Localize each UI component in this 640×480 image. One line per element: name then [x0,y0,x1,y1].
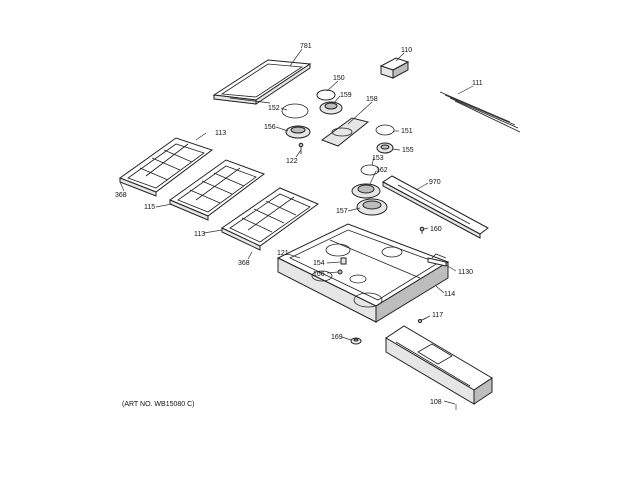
callout-155: 155 [402,147,414,154]
part-166-screw [337,269,343,275]
part-150-cap [316,89,336,101]
part-162-burner [351,183,381,199]
part-154-valve [340,257,347,265]
part-111-rods [439,91,521,133]
callout-154: 154 [313,260,325,267]
part-113-grate-a [118,137,214,197]
callout-111: 111 [472,80,483,87]
part-156-burner [285,125,311,139]
part-159-head [319,101,343,115]
part-1130-rail [427,253,447,267]
callout-153: 153 [372,155,384,162]
callout-121: 121 [277,250,289,257]
callout-150: 150 [333,75,345,82]
callout-159: 159 [340,92,352,99]
part-970-manifold [382,175,489,239]
callout-114: 114 [444,291,455,298]
part-110-knob-block [379,57,410,79]
part-158-grate-plate [320,117,370,147]
callout-1130: 1130 [458,269,473,276]
part-157-burner [356,198,388,216]
part-115-grate [168,159,266,221]
part-122-screw [298,142,304,154]
part-155-burner [376,142,394,154]
part-151-ring [375,124,395,136]
callout-117: 117 [432,312,443,319]
part-121-cooktop [276,223,450,323]
callout-122: 122 [286,158,298,165]
part-113-grate-b [221,187,320,251]
callout-160: 160 [430,226,442,233]
callout-970: 970 [429,179,441,186]
callout-leaders [119,48,474,410]
callout-151: 151 [401,128,413,135]
callout-113-b: 113 [194,231,205,238]
callout-157: 157 [336,208,348,215]
callout-156: 156 [264,124,276,131]
part-152-ring [281,103,309,119]
callout-368-a: 368 [115,192,127,199]
art-number: (ART NO. WB15080 C) [122,401,195,408]
callout-labels: 781 110 150 159 158 111 152 156 122 151 … [115,43,483,406]
callout-110: 110 [401,47,412,54]
callout-169: 169 [331,334,343,341]
part-160-screw [419,226,425,234]
callout-162: 162 [376,167,388,174]
callout-166: 166 [313,271,325,278]
part-781-griddle [212,59,312,105]
part-153-ring [360,164,380,176]
callout-115: 115 [144,204,155,211]
callout-158: 158 [366,96,378,103]
callout-781: 781 [300,43,312,50]
callout-108: 108 [430,399,442,406]
callout-368-b: 368 [238,260,250,267]
callout-152: 152 [268,105,280,112]
callout-113-a: 113 [215,130,226,137]
part-169-grommet [350,337,362,345]
part-108-front-panel [385,325,493,405]
